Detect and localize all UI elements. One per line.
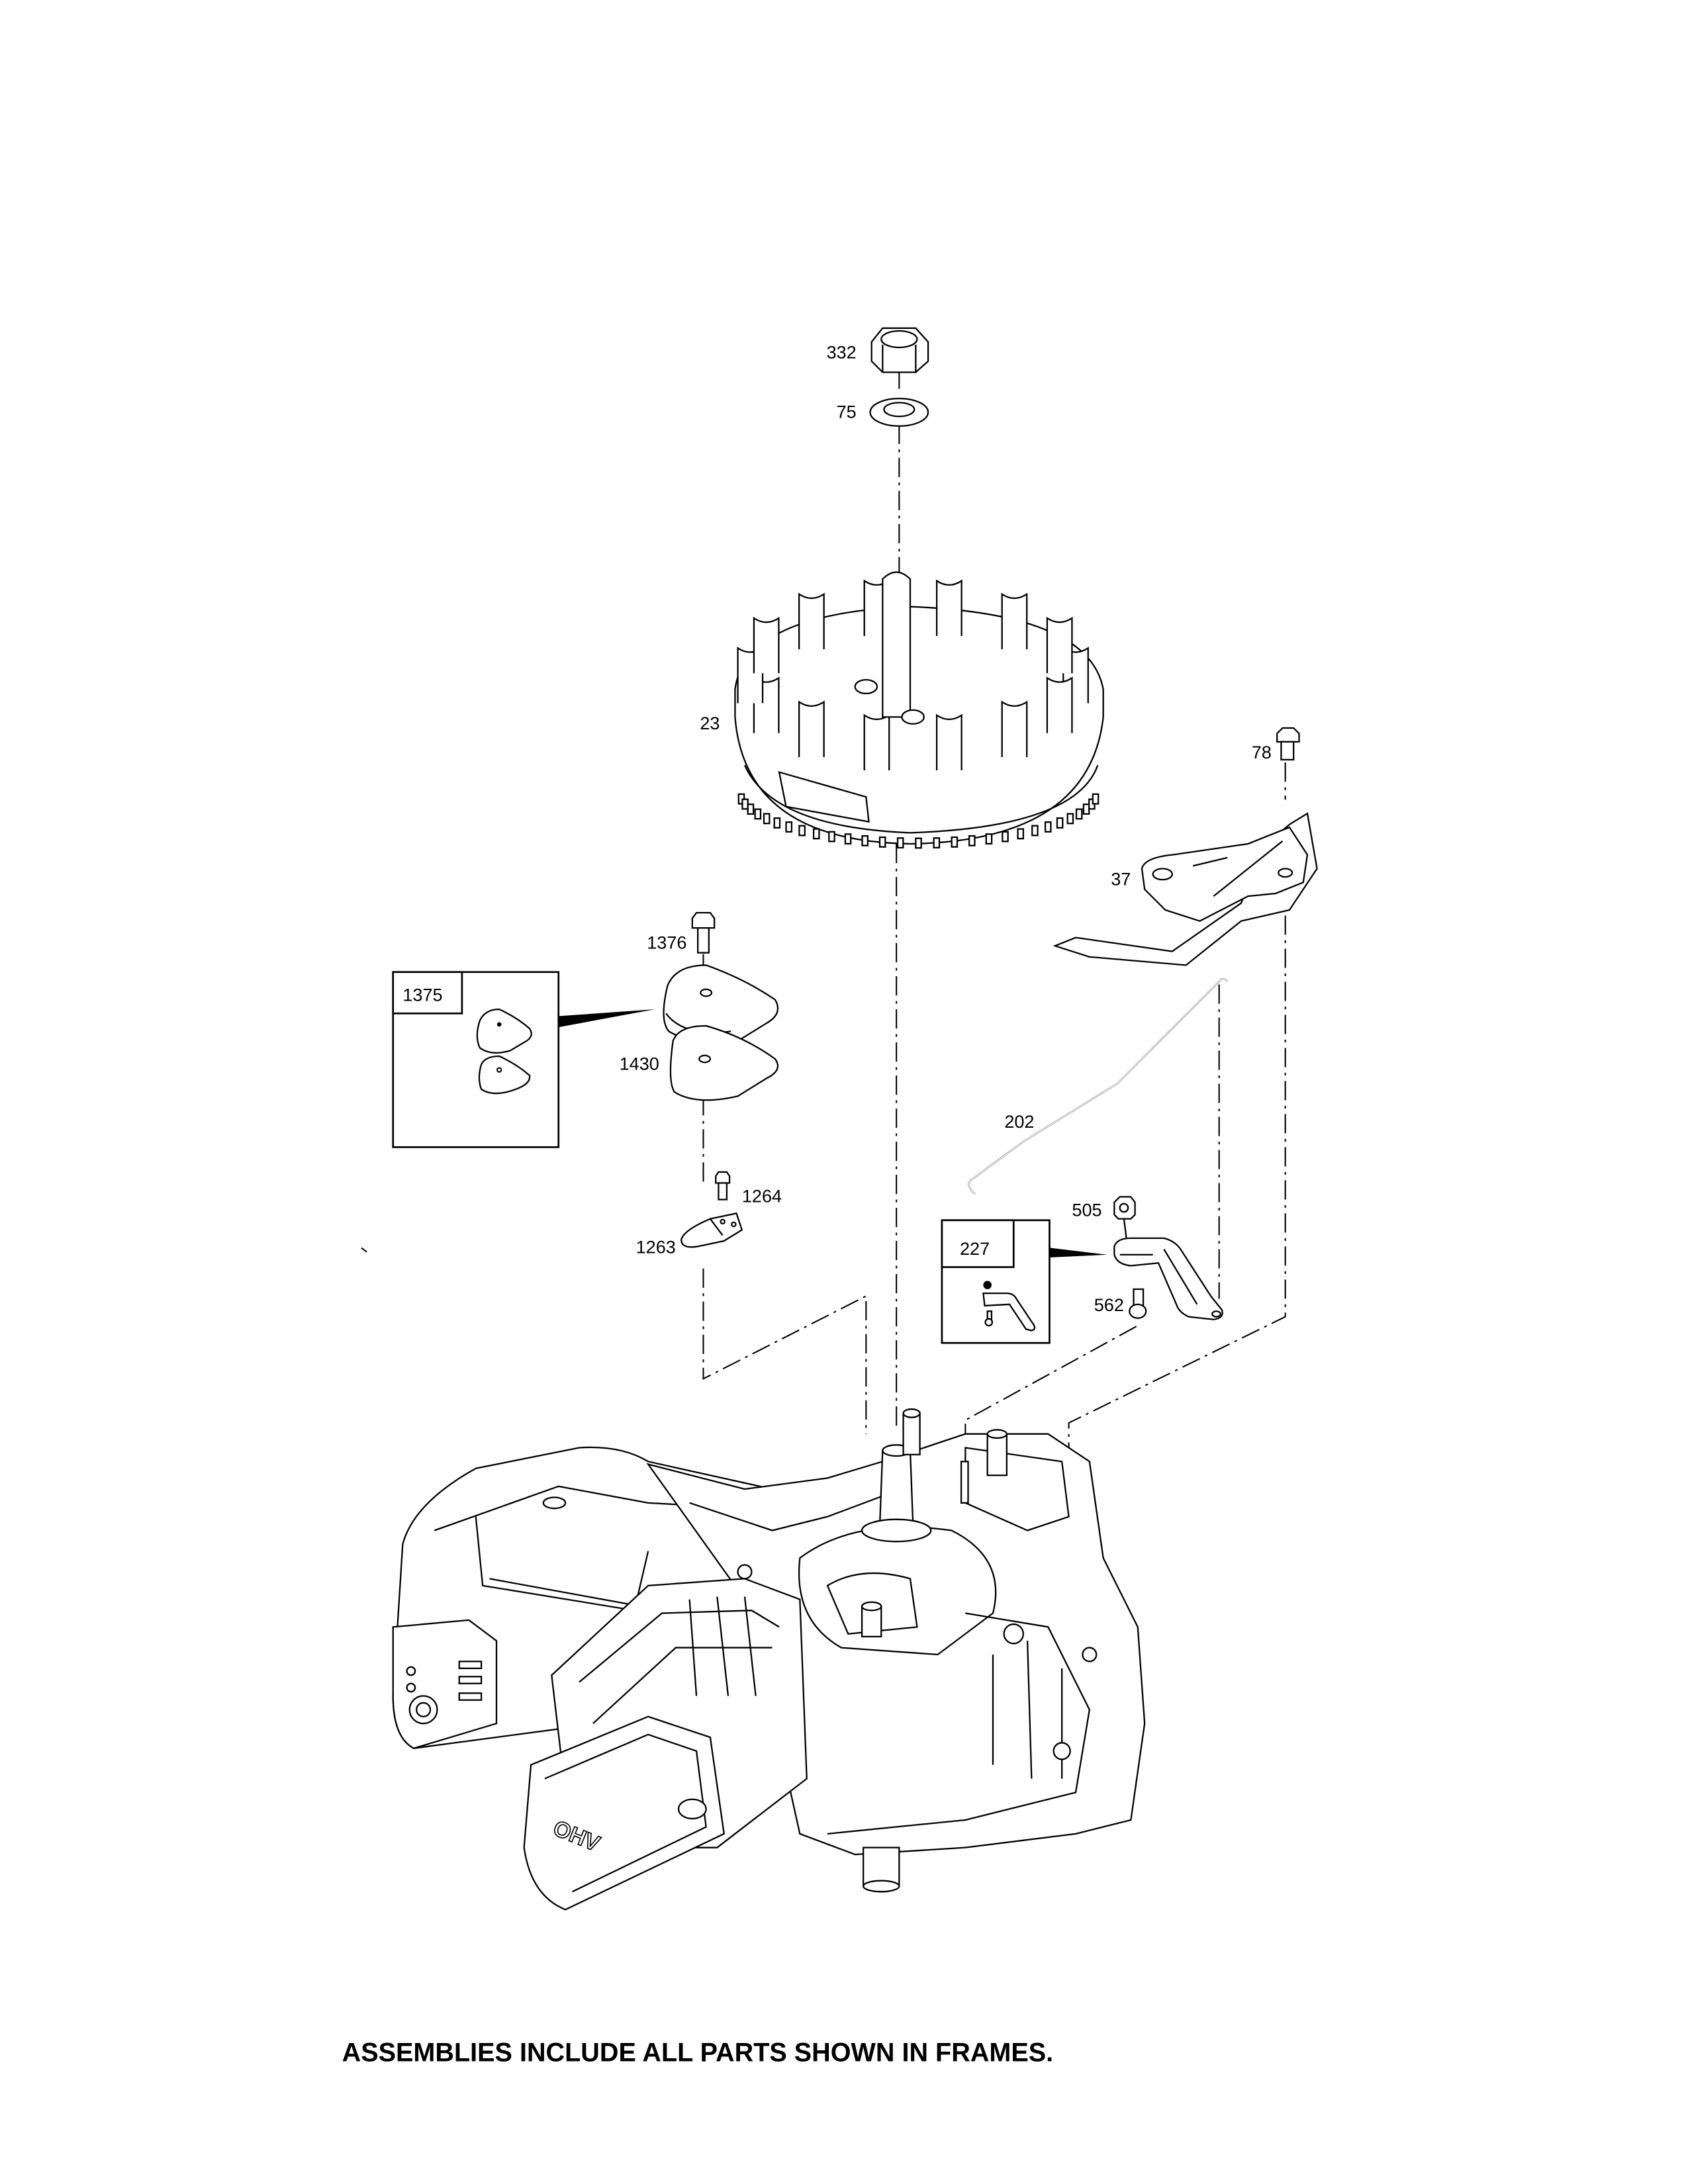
- flywheel-tooth: [1002, 831, 1009, 842]
- part-1375-cover[interactable]: [663, 964, 779, 1044]
- part-332-nut[interactable]: [870, 327, 929, 373]
- callout-1376: 1376: [647, 932, 686, 952]
- part-1430-gasket[interactable]: [669, 1024, 779, 1101]
- flywheel-tooth: [741, 798, 749, 810]
- flywheel-tooth: [933, 837, 941, 848]
- callout-1375: 1375: [402, 985, 442, 1005]
- stray-mark: [361, 1247, 367, 1253]
- assembly-frame-1375[interactable]: 1375: [392, 971, 655, 1148]
- callout-332: 332: [827, 342, 857, 363]
- part-37-bracket[interactable]: [1053, 812, 1318, 966]
- flywheel-tooth: [985, 833, 993, 845]
- flywheel-fin: [798, 592, 825, 650]
- callout-75: 75: [837, 401, 857, 422]
- callout-1430: 1430: [620, 1054, 659, 1074]
- flywheel-tooth: [878, 836, 886, 848]
- callout-37: 37: [1111, 869, 1131, 889]
- part-78-bolt[interactable]: [1276, 727, 1300, 761]
- callout-78: 78: [1252, 742, 1272, 762]
- part-1264-screw[interactable]: [715, 1171, 731, 1201]
- flywheel-tooth: [1031, 825, 1039, 837]
- callout-1263: 1263: [636, 1237, 676, 1257]
- flywheel-fin: [1001, 592, 1028, 650]
- flywheel-fin: [1046, 676, 1073, 733]
- flywheel-tooth: [844, 833, 852, 845]
- flywheel-fin: [935, 713, 962, 771]
- flywheel-fin: [863, 713, 890, 771]
- part-23-flywheel[interactable]: [734, 571, 1104, 849]
- assembly-frame-227[interactable]: 227: [941, 1219, 1107, 1344]
- flywheel-tooth: [812, 828, 820, 840]
- assembly-lines: [702, 369, 1286, 1517]
- flywheel-tooth: [1092, 793, 1100, 805]
- frame-pointer-227: [1049, 1248, 1107, 1257]
- callout-23: 23: [700, 713, 720, 733]
- part-562-pin[interactable]: [1129, 1288, 1147, 1319]
- flywheel-tooth: [1082, 803, 1090, 815]
- part-75-washer[interactable]: [869, 397, 929, 427]
- flywheel-tooth: [1056, 817, 1064, 829]
- part-1376-bolt[interactable]: [691, 912, 716, 954]
- footer-note: ASSEMBLIES INCLUDE ALL PARTS SHOWN IN FR…: [342, 2038, 1054, 2068]
- part-governor-lever[interactable]: [1113, 1237, 1223, 1320]
- flywheel-fin: [798, 700, 825, 757]
- callout-505: 505: [1072, 1200, 1102, 1220]
- frame-pointer-1375: [558, 1009, 655, 1028]
- flywheel-tooth: [754, 808, 762, 820]
- part-505-nut[interactable]: [1113, 1196, 1136, 1242]
- flywheel-tooth: [1017, 828, 1025, 840]
- flywheel-fin: [935, 579, 962, 636]
- callout-562: 562: [1094, 1295, 1124, 1315]
- flywheel-tooth: [1044, 821, 1052, 833]
- flywheel-tooth: [1075, 808, 1083, 820]
- flywheel-tooth: [1066, 813, 1074, 825]
- callout-1264: 1264: [742, 1186, 782, 1206]
- flywheel-fin: [1046, 616, 1073, 674]
- flywheel-tooth: [798, 825, 806, 837]
- flywheel-tooth: [915, 837, 922, 849]
- flywheel-tooth: [785, 821, 793, 833]
- flywheel-tooth: [773, 817, 781, 829]
- callout-202: 202: [1004, 1111, 1034, 1132]
- flywheel-fin: [753, 616, 780, 674]
- engine-assembly[interactable]: OHV: [392, 1408, 1146, 1911]
- flywheel-tooth: [896, 837, 904, 848]
- flywheel-fin: [1001, 700, 1028, 757]
- part-202-link-rod[interactable]: [968, 978, 1229, 1195]
- callout-227: 227: [960, 1238, 990, 1259]
- flywheel-tooth: [747, 803, 755, 815]
- part-1263-clip[interactable]: [680, 1212, 743, 1248]
- flywheel-tooth: [828, 831, 835, 842]
- flywheel-tooth: [968, 835, 976, 846]
- flywheel-tooth: [763, 813, 771, 825]
- flywheel-tooth: [951, 836, 959, 848]
- flywheel-tooth: [861, 835, 869, 846]
